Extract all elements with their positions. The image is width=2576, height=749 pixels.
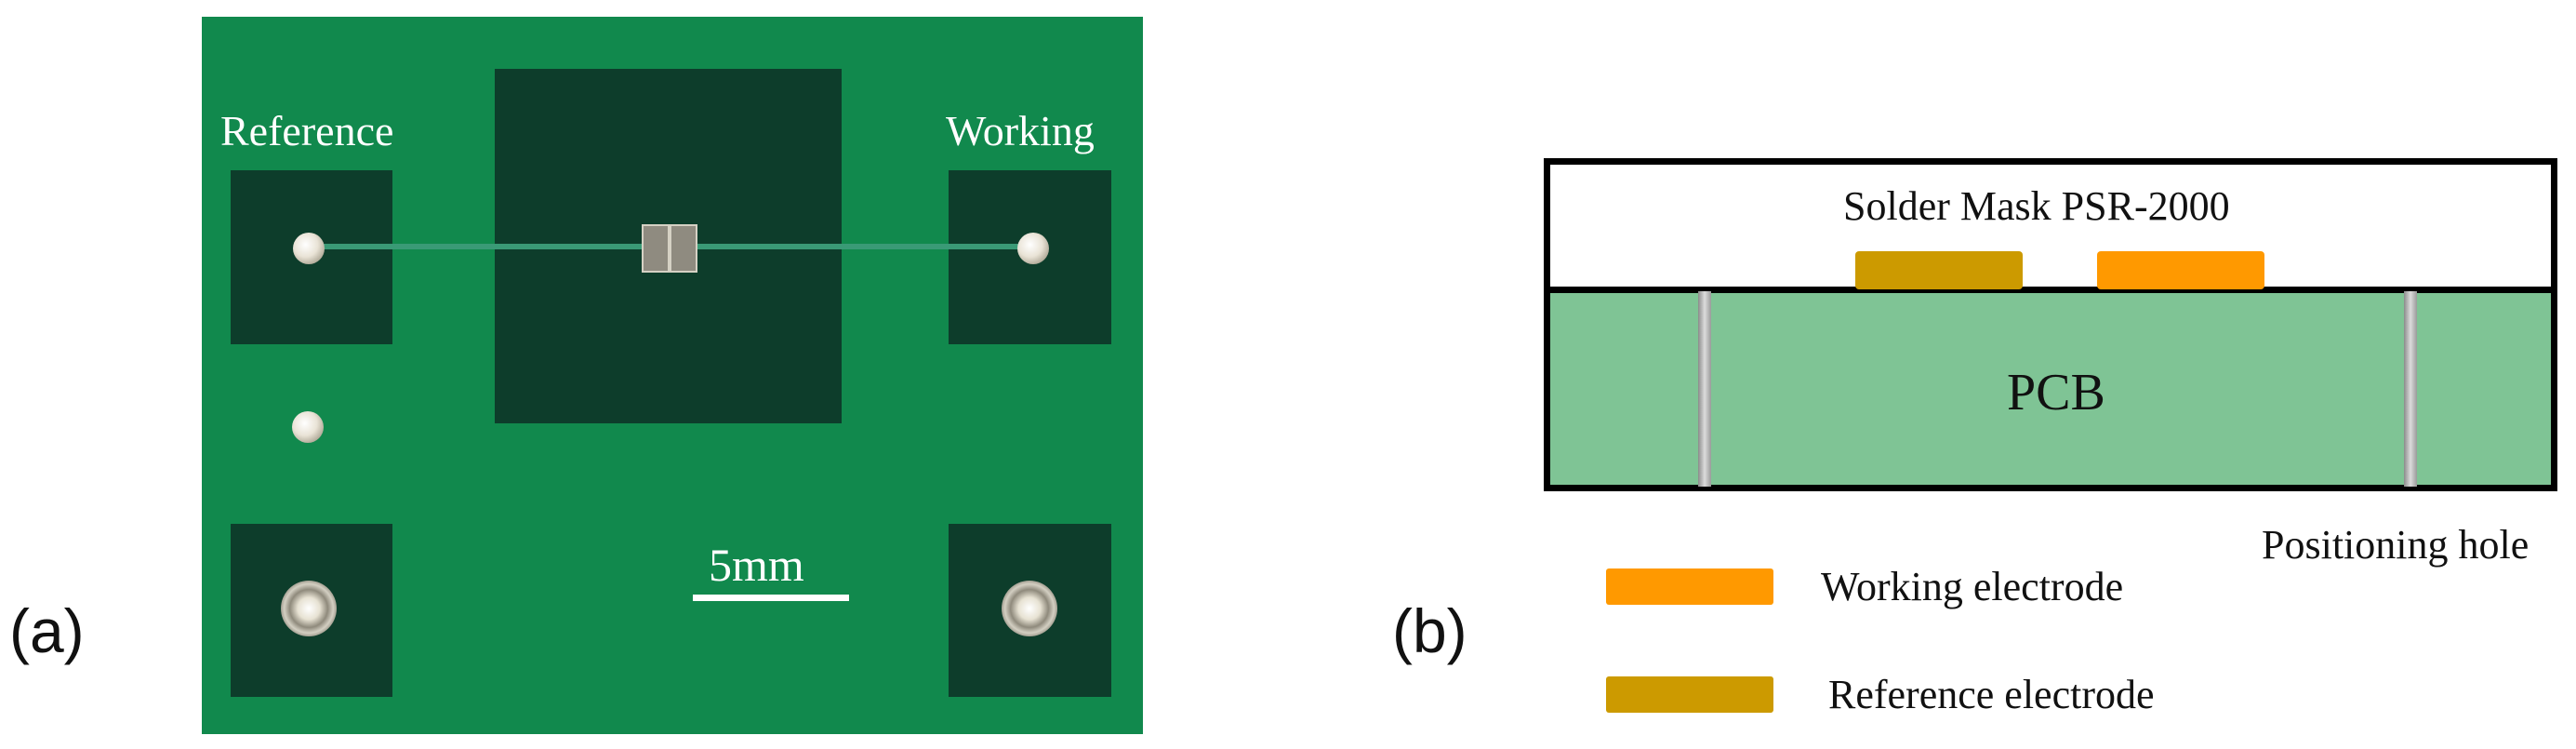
- working-electrode: [2097, 251, 2264, 289]
- via-dot: [292, 411, 324, 443]
- sensor-chip-right: [670, 224, 697, 273]
- scale-bar: [693, 595, 849, 601]
- panel-a-label: (a): [9, 596, 85, 665]
- mounting-hole-left: [281, 581, 337, 636]
- pcb-layer: [1544, 287, 2557, 491]
- positioning-hole-right: [2404, 291, 2417, 487]
- legend-label-working: Working electrode: [1821, 564, 2124, 609]
- mounting-hole-right: [1002, 581, 1057, 636]
- solder-mask-label: Solder Mask PSR-2000: [1843, 183, 2230, 229]
- reference-contact: [293, 233, 325, 264]
- pcb-label: PCB: [2007, 364, 2105, 421]
- pcb-photo: Reference Working 5mm: [202, 17, 1143, 734]
- legend-swatch-working: [1606, 568, 1773, 605]
- solder-mask-layer: [1544, 158, 2557, 291]
- working-contact: [1017, 233, 1049, 264]
- reference-label: Reference: [220, 107, 394, 154]
- panel-b-label: (b): [1392, 596, 1467, 665]
- working-label: Working: [946, 107, 1095, 154]
- legend-swatch-reference: [1606, 676, 1773, 713]
- positioning-hole-left: [1698, 291, 1711, 487]
- legend-label-reference: Reference electrode: [1828, 672, 2155, 717]
- sensor-chip-left: [642, 224, 670, 273]
- positioning-hole-label: Positioning hole: [2262, 522, 2530, 568]
- reference-electrode: [1855, 251, 2023, 289]
- scale-label: 5mm: [709, 539, 804, 591]
